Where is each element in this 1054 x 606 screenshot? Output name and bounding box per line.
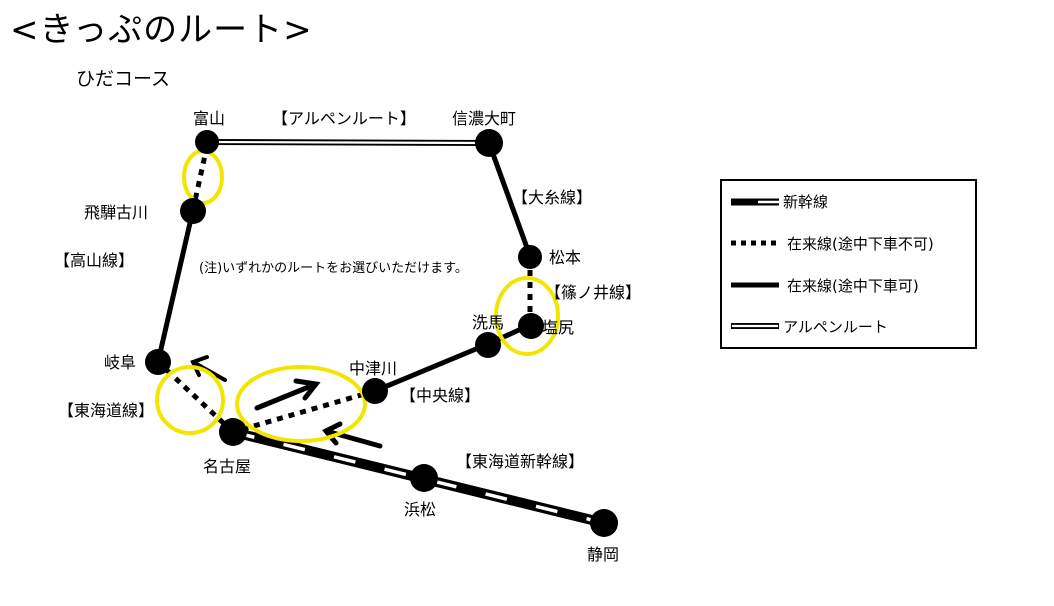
line-label-tokaido: 【東海道線】: [58, 401, 154, 420]
line-label-tokaido-shinkansen: 【東海道新幹線】: [456, 452, 584, 471]
station-dot-nakatsugawa: [362, 378, 388, 404]
station-label-hamamatsu: 浜松: [404, 500, 436, 519]
arrow-icon: [254, 378, 321, 411]
station-label-gifu: 岐阜: [104, 353, 136, 372]
line-label-takayama: 【高山線】: [54, 251, 134, 270]
station-label-nakatsugawa: 中津川: [349, 359, 397, 378]
station-dot-nagoya: [219, 418, 247, 446]
line-label-chuo: 【中央線】: [400, 386, 480, 405]
page-title: <きっぷのルート>: [10, 10, 313, 50]
alpen-route-line: [206, 139, 490, 146]
chuo-line-dotted: [232, 388, 376, 435]
station-dot-shinano-omachi: [475, 129, 503, 157]
highlight-ellipses: [155, 149, 560, 443]
highlight-ellipse: [155, 365, 225, 435]
takayama-line: [155, 209, 196, 363]
station-dot-hamamatsu: [410, 464, 438, 492]
station-dot-toyama: [195, 130, 219, 154]
route-note: (注)いずれかのルートをお選びいただけます。: [199, 261, 468, 276]
legend-box: [720, 179, 977, 349]
station-dots: [145, 129, 618, 537]
chuo-line-segment-nakatsugawa: [374, 341, 489, 394]
station-label-toyama: 富山: [193, 109, 225, 128]
station-dot-gifu: [145, 349, 171, 375]
station-dot-shiojiri: [518, 313, 544, 339]
station-dot-shizuoka: [590, 509, 618, 537]
legend-label-alpen: アルペンルート: [783, 318, 888, 336]
line-label-oito: 【大糸線】: [512, 188, 592, 207]
line-label-alpen-route: 【アルペンルート】: [272, 109, 416, 128]
station-dot-hida-furukawa: [180, 198, 206, 224]
station-label-hida-furukawa: 飛騨古川: [84, 203, 148, 222]
station-label-nagoya: 名古屋: [203, 457, 251, 476]
legend-label-solid: 在来線(途中下車可): [787, 277, 919, 295]
station-label-senba: 洗馬: [472, 313, 504, 332]
legend-label-shinkansen: 新幹線: [783, 193, 828, 211]
station-label-shiojiri: 塩尻: [542, 318, 574, 337]
station-dot-senba: [475, 332, 501, 358]
line-label-shinonoi: 【篠ノ井線】: [545, 283, 641, 302]
station-label-matsumoto: 松本: [549, 248, 581, 267]
course-name: ひだコース: [76, 68, 171, 90]
station-label-shinano-omachi: 信濃大町: [452, 109, 516, 128]
highlight-ellipse: [494, 276, 560, 356]
oito-line: [486, 142, 533, 257]
highlight-ellipse: [235, 365, 367, 443]
station-label-shizuoka: 静岡: [587, 545, 619, 564]
legend-label-dotted: 在来線(途中下車不可): [787, 235, 934, 253]
station-dot-matsumoto: [518, 245, 542, 269]
legend: 新幹線 在来線(途中下車不可) 在来線(途中下車可) アルペンルート: [720, 179, 977, 349]
